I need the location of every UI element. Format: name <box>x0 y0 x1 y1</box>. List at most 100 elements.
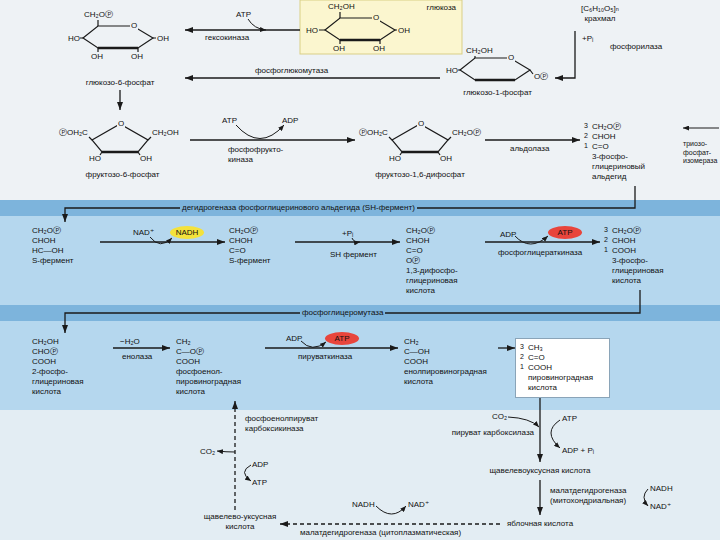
reaction-arrow <box>234 401 235 510</box>
formula-label: O <box>117 119 125 129</box>
side-arrow <box>508 417 539 427</box>
compound-text: OⓅ <box>406 256 481 266</box>
formula-label: триозо-фосфат-изомераза <box>683 140 719 166</box>
formula-label: O <box>507 53 515 63</box>
formula-label: OH <box>333 44 345 54</box>
formula-label: −H₂O <box>120 337 140 347</box>
enzyme-label: фосфоглицераткиназа <box>498 248 582 258</box>
compound-text: C=O <box>406 246 481 256</box>
compound-text: C=O <box>528 353 605 363</box>
side-arrow <box>236 125 284 139</box>
compound-text: пировиноградная кислота <box>528 373 605 393</box>
ring-bond <box>80 20 156 52</box>
compound-text: CH₃ <box>528 343 605 353</box>
carbon-number: 1 <box>604 245 608 255</box>
side-arrow <box>515 236 548 244</box>
side-arrow <box>376 506 406 514</box>
connectors <box>65 30 640 524</box>
formula-label: ADP <box>500 230 516 240</box>
formula-label: ⓅOH₂C <box>59 128 88 138</box>
side-arrow <box>301 341 326 347</box>
compound-formula: CH₂OⓅCHOHHC—OHS-фермент <box>28 222 100 270</box>
compound-text: CHOⓅ <box>32 347 109 357</box>
formula-label: O <box>417 119 425 129</box>
reaction-arrow <box>539 480 540 515</box>
pyranose-ring <box>325 18 395 40</box>
cofactor-oval: ATP <box>325 332 359 345</box>
reaction-arrow <box>280 523 500 524</box>
reaction-arrow <box>555 31 575 78</box>
reaction-arrow <box>185 29 300 30</box>
formula-label: NADH <box>650 484 673 494</box>
formula-label: HO <box>446 66 458 76</box>
bottom-ground <box>0 410 720 540</box>
side-arrow <box>217 451 235 452</box>
formula-label: OH <box>373 44 385 54</box>
carbon-number: 3 <box>604 225 608 235</box>
reaction-arrow <box>65 290 640 333</box>
formula-label: CH₂OⓅ <box>452 128 481 138</box>
band <box>0 321 720 410</box>
compound-text: глюкозо-6-фосфат <box>86 78 155 88</box>
reaction-arrow <box>539 398 540 462</box>
formula-label: OH <box>157 34 169 44</box>
reaction-arrow <box>119 90 120 110</box>
compound-text: фосфоенол-пировиноградная кислота <box>176 367 261 397</box>
compound-text: COOH <box>404 357 492 367</box>
compound-text: CHOH <box>592 132 676 142</box>
enzyme-label: малатдегидрогеназа (цитоплазматическая) <box>300 528 461 538</box>
formula-label: ATP <box>222 116 237 126</box>
side-arrow <box>248 19 266 30</box>
formula-label: +Pᵢ <box>342 229 353 239</box>
carbon-number: 3 <box>520 342 524 352</box>
formula-label: CH₂OⓅ <box>84 10 113 20</box>
formula-label: ADP <box>286 334 302 344</box>
formula-label: CO₂ <box>200 447 215 457</box>
ring-bond <box>319 12 397 44</box>
compound-box: яблочная кислота <box>500 515 580 533</box>
compound-text: COOH <box>32 357 109 367</box>
compound-text: CH₂OⓅ <box>612 226 688 236</box>
compound-text: CH₂OⓅ <box>406 226 481 236</box>
compound-box: глюкозо-6-фосфат <box>55 8 185 90</box>
formula-label: CH₂OH <box>466 46 493 56</box>
compound-formula: CH₂C—OⓅCOOHфосфоенол-пировиноградная кис… <box>170 333 265 401</box>
compound-text: CHOH <box>406 236 481 246</box>
ring-bond <box>102 151 138 154</box>
side-reactions <box>150 19 719 514</box>
formula-label: +Pᵢ <box>582 34 593 44</box>
highlight-box <box>300 0 462 54</box>
carbon-number: 1 <box>520 362 524 372</box>
enzyme-label: фосфоглицеромутаза <box>300 308 385 318</box>
compound-text: COOH <box>612 246 688 256</box>
reaction-arrow <box>265 347 398 348</box>
compound-formula: CH₃C=OCOOHпировиноградная кислота <box>515 338 610 398</box>
formula-label: ADP <box>282 116 298 126</box>
formula-label: OH <box>140 154 152 164</box>
compound-text: CH₂OH <box>32 337 109 347</box>
reaction-arrow <box>113 347 170 348</box>
formula-label: O <box>372 13 380 23</box>
compound-formula: CH₂OⓅCHOHC=O3-фосфо-глицериновый альдеги… <box>580 118 680 186</box>
side-arrow <box>644 489 648 506</box>
compound-text: C—OⓅ <box>176 347 261 357</box>
compound-text: 2-фосфо-глицериновая кислота <box>32 367 109 397</box>
cofactor-name: ATP <box>335 334 350 344</box>
formula-label: ADP <box>252 460 268 470</box>
oval-fill <box>548 226 582 239</box>
formula-label: NAD⁺ <box>408 500 429 510</box>
formula-label: ⓅOH₂C <box>359 128 388 138</box>
compound-text: щавелевоуксусная кислота <box>490 466 591 476</box>
compound-box: [C₆H₁₀O₅]ₙкрахмал <box>560 3 640 31</box>
carbon-number: 3 <box>584 121 588 131</box>
compound-text: HC—OH <box>32 246 96 256</box>
formula-label: ATP <box>236 10 251 20</box>
enzyme-label: пируваткиназа <box>298 352 352 362</box>
side-arrow <box>245 465 252 481</box>
enzyme-label: фосфорилаза <box>610 42 662 52</box>
compound-text: C=O <box>229 246 291 256</box>
band <box>0 216 720 305</box>
top-ground <box>0 0 720 200</box>
